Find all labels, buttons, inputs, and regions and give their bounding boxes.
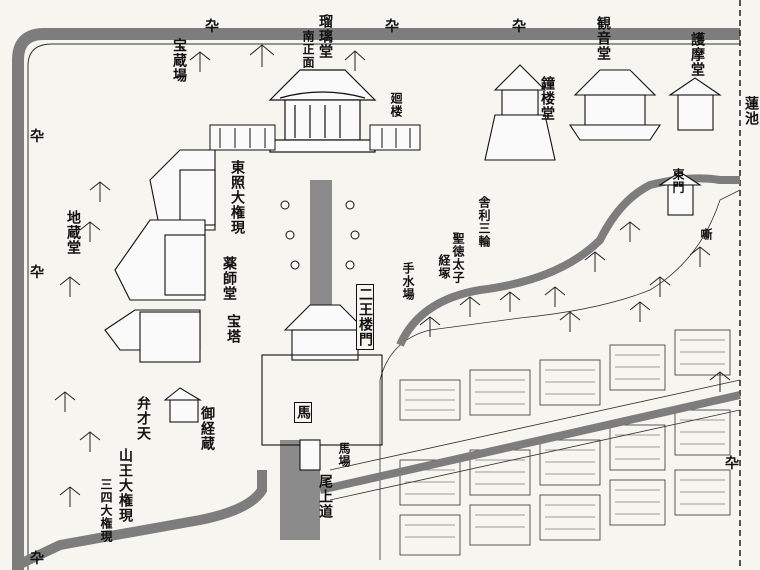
east-gate (658, 171, 702, 216)
marker-glyph: 卆 (512, 19, 526, 35)
label-toshogu: 東照大権現 (229, 160, 245, 235)
trees (54, 44, 731, 507)
label-higashi-mon: 東門 (671, 168, 685, 194)
label-goma-do: 護摩堂 (689, 32, 705, 77)
marker-glyph: 卆 (30, 551, 44, 567)
lanterns (280, 200, 360, 270)
bell-tower (484, 64, 556, 161)
main-hall (268, 69, 377, 153)
precinct-wall-inner (27, 43, 740, 570)
precinct-wall (12, 28, 740, 570)
label-hanashi: 噺 (699, 228, 713, 241)
label-kyozuka: 経塚 (437, 254, 451, 280)
pagoda (104, 309, 201, 363)
precinct-wall-bottom (15, 470, 267, 570)
label-houtou: 宝塔 (225, 314, 241, 344)
label-ruri-do: 瑠璃堂 (317, 14, 333, 59)
label-nio-mon: 二王楼門 (356, 284, 374, 350)
label-temizu-ba: 手水場 (401, 262, 415, 301)
label-kannon-do: 観音堂 (595, 16, 611, 61)
approach-path (310, 180, 332, 330)
road (319, 391, 741, 494)
label-shoro-do: 鐘楼堂 (539, 76, 555, 121)
label-yakushi-do: 薬師堂 (221, 256, 237, 301)
sutra-storehouse (163, 387, 202, 423)
label-benzaiten: 弁才天 (135, 396, 151, 441)
label-sanshi-gongen: 三四大権現 (99, 478, 113, 543)
field-hatching (405, 339, 725, 538)
yakushi-hall (114, 219, 206, 301)
kannon-hall (568, 69, 662, 141)
marker-glyph: 卆 (30, 129, 44, 145)
label-ba: 馬 (294, 402, 312, 423)
marker-glyph: 卆 (385, 19, 399, 35)
label-shotoku-taishi: 聖徳太子 (451, 232, 465, 284)
corridors (209, 124, 421, 151)
toshogu-hall (149, 149, 216, 231)
label-sanno-gongen: 山王大権現 (117, 448, 133, 523)
label-onsen-michi: 尾上道 (317, 474, 333, 519)
label-houzo-ba: 宝蔵場 (171, 38, 187, 83)
label-gokyozo: 御経蔵 (199, 406, 215, 451)
gate-tower (261, 304, 383, 471)
fields (329, 189, 741, 560)
marker-glyph: 卆 (205, 19, 219, 35)
label-kairo: 廻楼 (389, 92, 403, 118)
label-jizo-do: 地蔵堂 (65, 210, 81, 255)
label-minami-shomen: 南正面 (301, 30, 315, 69)
marker-glyph: 卆 (30, 265, 44, 281)
label-shari: 舎利三輪 (477, 196, 491, 248)
label-bashotaku: 馬場 (337, 442, 351, 468)
goma-hall (668, 77, 722, 131)
label-ren-ike: 蓮池 (743, 96, 759, 126)
marker-glyph: 卆 (725, 456, 739, 472)
